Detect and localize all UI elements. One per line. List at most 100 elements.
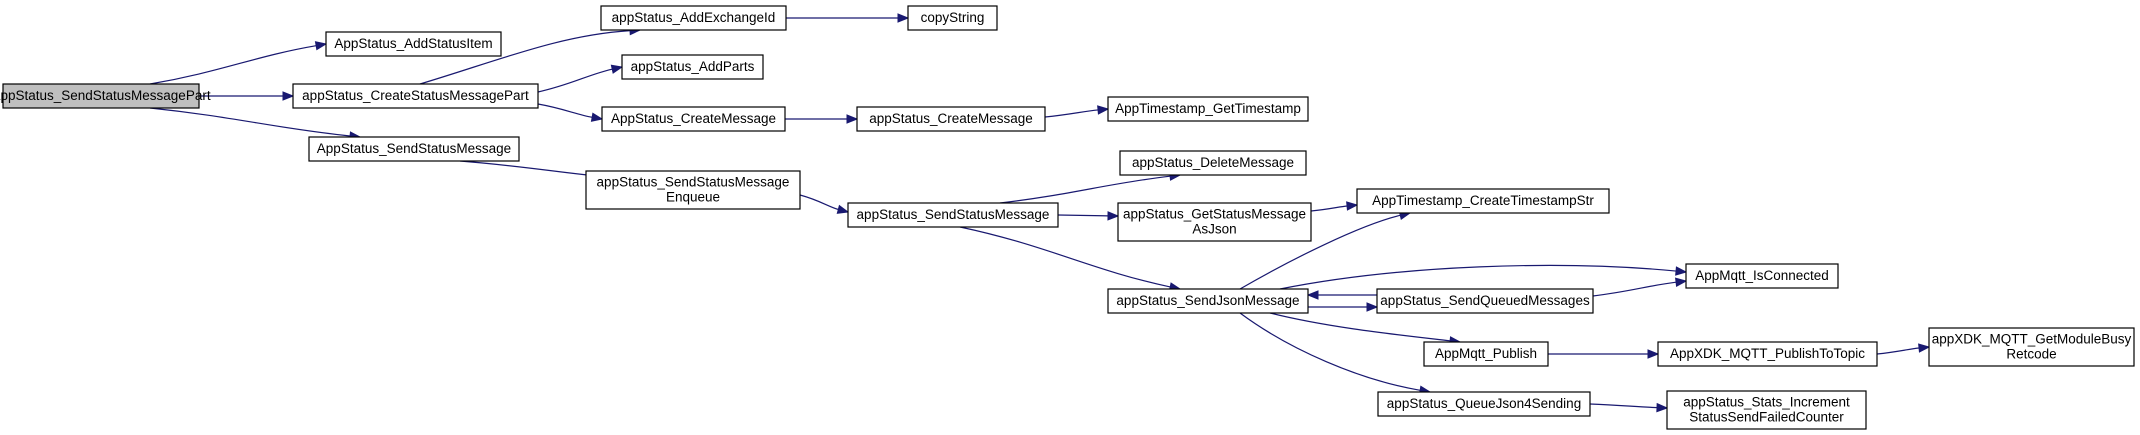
node-label: AppMqtt_IsConnected	[1695, 268, 1829, 283]
edge-line	[1310, 205, 1348, 212]
arrowhead-icon	[1656, 402, 1669, 413]
edge-send_queued-to-send_json_message	[1306, 290, 1377, 300]
node-queue_json[interactable]: appStatus_QueueJson4Sending	[1377, 391, 1591, 417]
node-label: AppTimestamp_CreateTimestampStr	[1372, 193, 1594, 208]
node-box[interactable]	[1685, 263, 1839, 289]
arrowhead-icon	[1346, 201, 1359, 211]
node-send_status_message_pub[interactable]: AppStatus_SendStatusMessage	[308, 136, 520, 162]
edge-line	[1589, 403, 1658, 409]
node-box[interactable]	[1928, 327, 2135, 367]
edge-line	[1279, 264, 1677, 290]
node-box[interactable]	[1107, 96, 1309, 122]
node-label: appStatus_AddParts	[631, 59, 755, 74]
edge-mqtt_publish-to-publish_to_topic	[1547, 349, 1660, 359]
node-publish_to_topic[interactable]: AppXDK_MQTT_PublishToTopic	[1657, 341, 1878, 367]
edge-line	[999, 175, 1171, 204]
node-add_exchange_id[interactable]: appStatus_AddExchangeId	[600, 5, 787, 31]
node-box[interactable]	[325, 31, 502, 57]
arrowhead-icon	[897, 13, 910, 23]
edge-line	[149, 45, 317, 85]
edge-send_json_message-to-is_connected	[1279, 264, 1688, 290]
node-create_timestamp_str[interactable]: AppTimestamp_CreateTimestampStr	[1356, 188, 1610, 214]
node-label: AppXDK_MQTT_PublishToTopic	[1670, 346, 1865, 361]
edge-send_enqueue-to-send_status_message	[799, 194, 850, 214]
edge-send_status_message-to-get_as_json	[1057, 211, 1120, 221]
node-delete_message[interactable]: appStatus_DeleteMessage	[1119, 150, 1307, 176]
edge-line	[419, 30, 631, 85]
node-send_status_message[interactable]: appStatus_SendStatusMessage	[847, 202, 1059, 228]
edge-line	[537, 68, 613, 93]
node-label: appStatus_SendJsonMessage	[1116, 293, 1299, 308]
node-label: appStatus_SendQueuedMessages	[1380, 293, 1590, 308]
edge-root-to-add_status_item	[149, 41, 328, 85]
node-box[interactable]	[601, 106, 786, 132]
edge-line	[1057, 214, 1109, 217]
node-label: appStatus_GetStatusMessage	[1123, 207, 1306, 222]
edge-send_json_message-to-send_queued	[1307, 302, 1379, 312]
node-box[interactable]	[585, 170, 801, 210]
node-label: appStatus_SendStatusMessage	[597, 175, 790, 190]
edge-line	[1044, 109, 1099, 118]
arrowhead-icon	[1647, 349, 1660, 359]
node-box[interactable]	[856, 106, 1046, 132]
node-label: appStatus_QueueJson4Sending	[1387, 396, 1581, 411]
node-send_queued[interactable]: appStatus_SendQueuedMessages	[1376, 288, 1594, 314]
edge-create_message-to-get_timestamp	[1044, 105, 1110, 118]
node-box[interactable]	[1376, 288, 1594, 314]
node-create_message_pub[interactable]: AppStatus_CreateMessage	[601, 106, 786, 132]
node-add_parts[interactable]: appStatus_AddParts	[621, 54, 764, 80]
arrowhead-icon	[1918, 343, 1931, 353]
edge-send_json_message-to-mqtt_publish	[1269, 312, 1462, 346]
node-box[interactable]	[2, 83, 200, 109]
node-box[interactable]	[1423, 341, 1549, 367]
edge-send_json_message-to-queue_json	[1239, 312, 1432, 395]
node-label: AppTimestamp_GetTimestamp	[1115, 101, 1301, 116]
node-create_status_message_part[interactable]: appStatus_CreateStatusMessagePart	[292, 83, 539, 109]
arrowhead-icon	[1107, 211, 1120, 221]
node-create_message[interactable]: appStatus_CreateMessage	[856, 106, 1046, 132]
node-label: AppStatus_SendStatusMessage	[317, 141, 511, 156]
node-box[interactable]	[907, 5, 998, 31]
edge-line	[799, 194, 839, 211]
arrowhead-icon	[1675, 266, 1688, 276]
node-get_timestamp[interactable]: AppTimestamp_GetTimestamp	[1107, 96, 1309, 122]
node-box[interactable]	[1377, 391, 1591, 417]
edge-line	[1239, 214, 1401, 290]
node-send_json_message[interactable]: appStatus_SendJsonMessage	[1107, 288, 1309, 314]
node-stats_increment[interactable]: appStatus_Stats_IncrementStatusSendFaile…	[1666, 390, 1867, 430]
node-label: AppStatus_CreateMessage	[611, 111, 776, 126]
arrowhead-icon	[836, 204, 850, 214]
node-box[interactable]	[308, 136, 520, 162]
arrowhead-icon	[1097, 105, 1110, 115]
node-box[interactable]	[847, 202, 1059, 228]
arrowhead-icon	[314, 41, 328, 51]
edge-line	[959, 226, 1171, 288]
node-box[interactable]	[1666, 390, 1867, 430]
node-box[interactable]	[292, 83, 539, 109]
node-box[interactable]	[1117, 202, 1312, 242]
arrowhead-icon	[1675, 277, 1688, 287]
node-box[interactable]	[1107, 288, 1309, 314]
edge-line	[1239, 312, 1421, 391]
node-root[interactable]: AppStatus_SendStatusMessagePart	[0, 83, 211, 109]
edge-add_exchange_id-to-copy_string	[786, 13, 910, 23]
node-label: Retcode	[2006, 347, 2056, 362]
node-mqtt_publish[interactable]: AppMqtt_Publish	[1423, 341, 1549, 367]
node-is_connected[interactable]: AppMqtt_IsConnected	[1685, 263, 1839, 289]
node-copy_string[interactable]: copyString	[907, 5, 998, 31]
node-box[interactable]	[1657, 341, 1878, 367]
node-box[interactable]	[621, 54, 764, 80]
node-box[interactable]	[600, 5, 787, 31]
arrowhead-icon	[610, 64, 624, 74]
node-label: appStatus_SendStatusMessage	[857, 207, 1050, 222]
nodes-layer: AppStatus_SendStatusMessagePartAppStatus…	[0, 5, 2135, 430]
arrowhead-icon	[846, 114, 859, 124]
node-box[interactable]	[1356, 188, 1610, 214]
node-box[interactable]	[1119, 150, 1307, 176]
node-add_status_item[interactable]: AppStatus_AddStatusItem	[325, 31, 502, 57]
node-label: AppStatus_AddStatusItem	[334, 36, 492, 51]
